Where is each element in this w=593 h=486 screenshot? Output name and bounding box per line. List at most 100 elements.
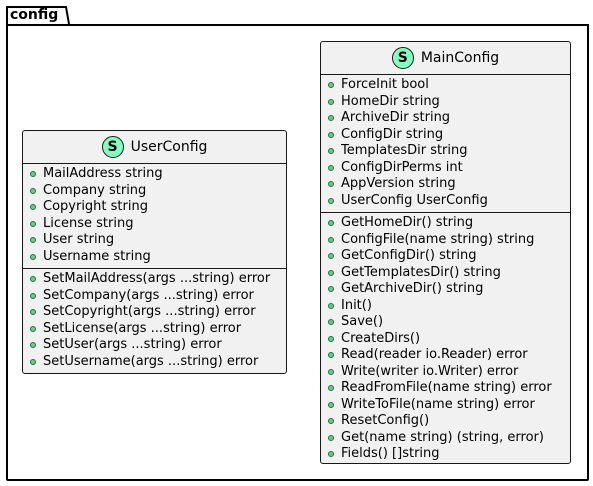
- class-name: UserConfig: [130, 139, 208, 155]
- method-row: SetMailAddress(args ...string) error: [23, 271, 286, 288]
- method-text: WriteToFile(name string) error: [341, 396, 535, 412]
- public-visibility-icon: [30, 204, 36, 211]
- public-visibility-icon: [328, 131, 334, 138]
- public-visibility-icon: [30, 292, 36, 299]
- public-visibility-icon: [30, 325, 36, 332]
- field-row: Copyright string: [23, 199, 286, 216]
- public-visibility-icon: [30, 342, 36, 349]
- field-text: Username string: [43, 248, 151, 264]
- field-text: UserConfig UserConfig: [341, 192, 488, 208]
- field-row: Company string: [23, 183, 286, 200]
- field-text: ConfigDir string: [341, 126, 444, 142]
- field-row: AppVersion string: [321, 176, 570, 193]
- public-visibility-icon: [328, 98, 334, 105]
- public-visibility-icon: [328, 253, 334, 260]
- public-visibility-icon: [30, 276, 36, 283]
- public-visibility-icon: [328, 269, 334, 276]
- package-tab-corner: [58, 6, 70, 25]
- struct-stereotype-icon: S: [101, 136, 124, 158]
- field-text: ConfigDirPerms int: [341, 159, 463, 175]
- method-text: GetArchiveDir() string: [341, 281, 484, 297]
- field-row: License string: [23, 216, 286, 233]
- method-row: GetHomeDir() string: [321, 215, 570, 232]
- field-row: Username string: [23, 249, 286, 266]
- method-row: ResetConfig(): [321, 413, 570, 430]
- method-text: Get(name string) (string, error): [341, 429, 544, 445]
- method-text: Write(writer io.Writer) error: [341, 363, 519, 379]
- public-visibility-icon: [328, 302, 334, 309]
- field-row: ConfigDir string: [321, 127, 570, 144]
- method-row: SetCopyright(args ...string) error: [23, 304, 286, 321]
- method-text: SetUser(args ...string) error: [43, 337, 222, 353]
- public-visibility-icon: [328, 385, 334, 392]
- public-visibility-icon: [30, 309, 36, 316]
- field-row: MailAddress string: [23, 166, 286, 183]
- public-visibility-icon: [328, 148, 334, 155]
- method-row: GetTemplatesDir() string: [321, 265, 570, 282]
- field-row: User string: [23, 232, 286, 249]
- method-text: Init(): [341, 297, 372, 313]
- method-row: Read(reader io.Reader) error: [321, 347, 570, 364]
- public-visibility-icon: [328, 418, 334, 425]
- method-text: CreateDirs(): [341, 330, 421, 346]
- public-visibility-icon: [328, 352, 334, 359]
- public-visibility-icon: [328, 82, 334, 89]
- method-row: SetUsername(args ...string) error: [23, 354, 286, 371]
- method-row: Write(writer io.Writer) error: [321, 364, 570, 381]
- public-visibility-icon: [328, 319, 334, 326]
- method-row: Init(): [321, 298, 570, 315]
- public-visibility-icon: [30, 171, 36, 178]
- field-text: AppVersion string: [341, 176, 456, 192]
- public-visibility-icon: [328, 434, 334, 441]
- method-row: SetCompany(args ...string) error: [23, 288, 286, 305]
- field-row: ForceInit bool: [321, 77, 570, 94]
- method-row: Save(): [321, 314, 570, 331]
- public-visibility-icon: [30, 253, 36, 260]
- public-visibility-icon: [30, 187, 36, 194]
- public-visibility-icon: [328, 220, 334, 227]
- method-row: Fields() []string: [321, 446, 570, 463]
- field-text: Copyright string: [43, 199, 148, 215]
- method-row: Get(name string) (string, error): [321, 430, 570, 447]
- public-visibility-icon: [328, 368, 334, 375]
- public-visibility-icon: [328, 197, 334, 204]
- method-row: SetLicense(args ...string) error: [23, 321, 286, 338]
- method-text: Read(reader io.Reader) error: [341, 347, 528, 363]
- method-text: SetUsername(args ...string) error: [43, 353, 259, 369]
- field-row: UserConfig UserConfig: [321, 193, 570, 210]
- method-text: GetConfigDir() string: [341, 248, 477, 264]
- method-text: ConfigFile(name string) string: [341, 231, 535, 247]
- method-text: GetTemplatesDir() string: [341, 264, 501, 280]
- method-row: ReadFromFile(name string) error: [321, 380, 570, 397]
- field-row: ArchiveDir string: [321, 110, 570, 127]
- public-visibility-icon: [328, 401, 334, 408]
- method-row: GetConfigDir() string: [321, 248, 570, 265]
- method-text: Fields() []string: [341, 446, 440, 462]
- public-visibility-icon: [328, 451, 334, 458]
- method-text: ReadFromFile(name string) error: [341, 380, 552, 396]
- method-text: SetCopyright(args ...string) error: [43, 304, 256, 320]
- field-text: User string: [43, 232, 115, 248]
- class-header: S UserConfig: [23, 131, 286, 164]
- field-row: ConfigDirPerms int: [321, 160, 570, 177]
- method-row: CreateDirs(): [321, 331, 570, 348]
- field-text: MailAddress string: [43, 166, 163, 182]
- field-row: HomeDir string: [321, 94, 570, 111]
- field-text: TemplatesDir string: [341, 143, 468, 159]
- method-row: ConfigFile(name string) string: [321, 232, 570, 249]
- public-visibility-icon: [328, 335, 334, 342]
- public-visibility-icon: [30, 237, 36, 244]
- public-visibility-icon: [30, 358, 36, 365]
- public-visibility-icon: [328, 181, 334, 188]
- public-visibility-icon: [30, 220, 36, 227]
- struct-stereotype-icon: S: [391, 47, 414, 69]
- field-text: License string: [43, 215, 134, 231]
- class-header: S MainConfig: [321, 42, 570, 75]
- method-text: ResetConfig(): [341, 413, 430, 429]
